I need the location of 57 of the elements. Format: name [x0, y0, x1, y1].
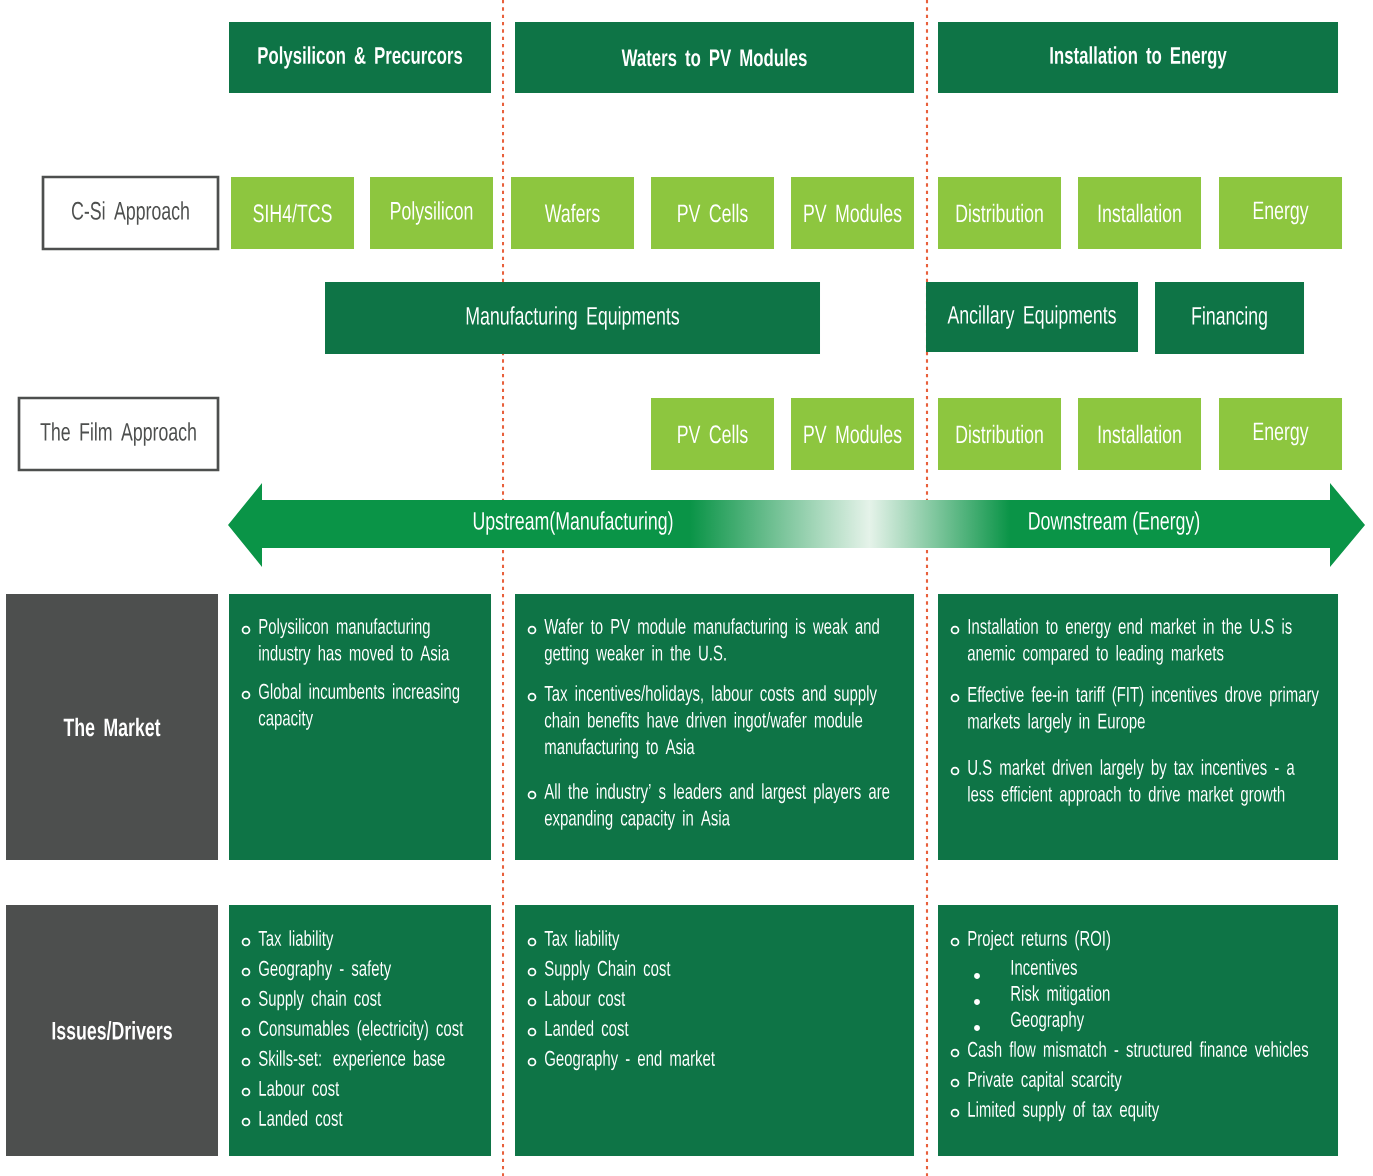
bullet-text: Labour cost — [259, 1080, 340, 1096]
bullet-text: Tax liability — [258, 930, 334, 951]
text-panel — [515, 594, 914, 860]
equipment-box: Manufacturing Equipments — [325, 282, 820, 354]
bullet-text: U.S market driven largely by tax incentives - a less efficient approach to drive market growth — [968, 759, 1295, 806]
bullet-text: Supply Chain cost — [544, 960, 671, 981]
bullet-text: Private capital scarcity — [968, 1071, 1122, 1092]
step-box: PV Cells — [651, 177, 774, 249]
bullet-text: Landed cost — [545, 1020, 629, 1036]
bullet-text: Supply chain cost — [258, 990, 382, 1011]
equipment-box: Financing — [1155, 282, 1304, 354]
bullet-text: Geography - safety — [259, 960, 392, 981]
row-header-box: Issues/Drivers — [6, 905, 218, 1156]
bullet-text: Cash flow mismatch - structured finance vehicles — [968, 1041, 1309, 1057]
step-box: Wafers — [511, 177, 634, 249]
bullet-text: Geography — [1011, 1011, 1085, 1032]
step-box: PV Cells — [651, 398, 774, 470]
row-header-box: The Market — [6, 594, 218, 860]
bullet-text: Wafer to PV module manufacturing is weak and getting weaker in the U.S. — [544, 618, 879, 665]
bullet-text: All the industry’ s leaders and largest players are expanding capacity in Asia — [544, 783, 890, 830]
header-box: Installation to Energy — [938, 22, 1338, 93]
step-box: PV Modules — [791, 177, 914, 249]
bullet-text: Effective fee-in tariff (FIT) incentives drove primary markets largely in Europe — [968, 686, 1319, 733]
bullet-text: Consumables (electricity) cost — [259, 1020, 464, 1041]
header-box: Waters to PV Modules — [515, 22, 914, 93]
text-panel — [229, 594, 491, 860]
step-box: Energy — [1219, 398, 1342, 470]
bullet-text: Labour cost — [545, 990, 626, 1006]
bullet-text: Installation to energy end market in the U.S is anemic compared to leading markets — [967, 618, 1292, 665]
text-panel — [515, 905, 914, 1156]
equipment-box: Ancillary Equipments — [926, 282, 1138, 352]
bullet-text: Project returns (ROI) — [968, 930, 1110, 951]
approach-box: The Film Approach — [17, 396, 220, 472]
bullet-text: Tax liability — [544, 930, 620, 951]
text-panel — [938, 594, 1338, 860]
step-box: SIH4/TCS — [231, 177, 354, 249]
bullet-text: Skills-set: experience base — [258, 1050, 445, 1071]
double-arrow-band: Upstream(Manufacturing) Downstream (Energy) — [228, 483, 1365, 567]
text-panel — [938, 905, 1338, 1156]
step-box: Installation — [1078, 177, 1201, 249]
step-box: Energy — [1219, 177, 1342, 249]
bullet-text: Global incumbents increasing capacity — [258, 683, 460, 730]
bullet-text: Incentives — [1011, 959, 1077, 975]
step-box: PV Modules — [791, 398, 914, 470]
step-box: Polysilicon — [370, 177, 493, 249]
bullet-text: Geography - end market — [545, 1050, 715, 1071]
bullet-text: Polysilicon manufacturing industry has moved to Asia — [259, 618, 450, 665]
header-box: Polysilicon & Precurcors — [229, 22, 491, 93]
bullet-text: Landed cost — [259, 1110, 343, 1126]
step-box: Distribution — [938, 177, 1061, 249]
bullet-text: Limited supply of tax equity — [968, 1101, 1160, 1122]
step-box: Installation — [1078, 398, 1201, 470]
bullet-text: Tax incentives/holidays, labour costs and supply chain benefits have driven ingot/wafer module manufacturing to Asia — [544, 685, 877, 759]
step-box: Distribution — [938, 398, 1061, 470]
text-panel — [229, 905, 491, 1156]
bullet-text: Risk mitigation — [1011, 985, 1110, 1006]
approach-box: C-Si Approach — [41, 175, 220, 251]
